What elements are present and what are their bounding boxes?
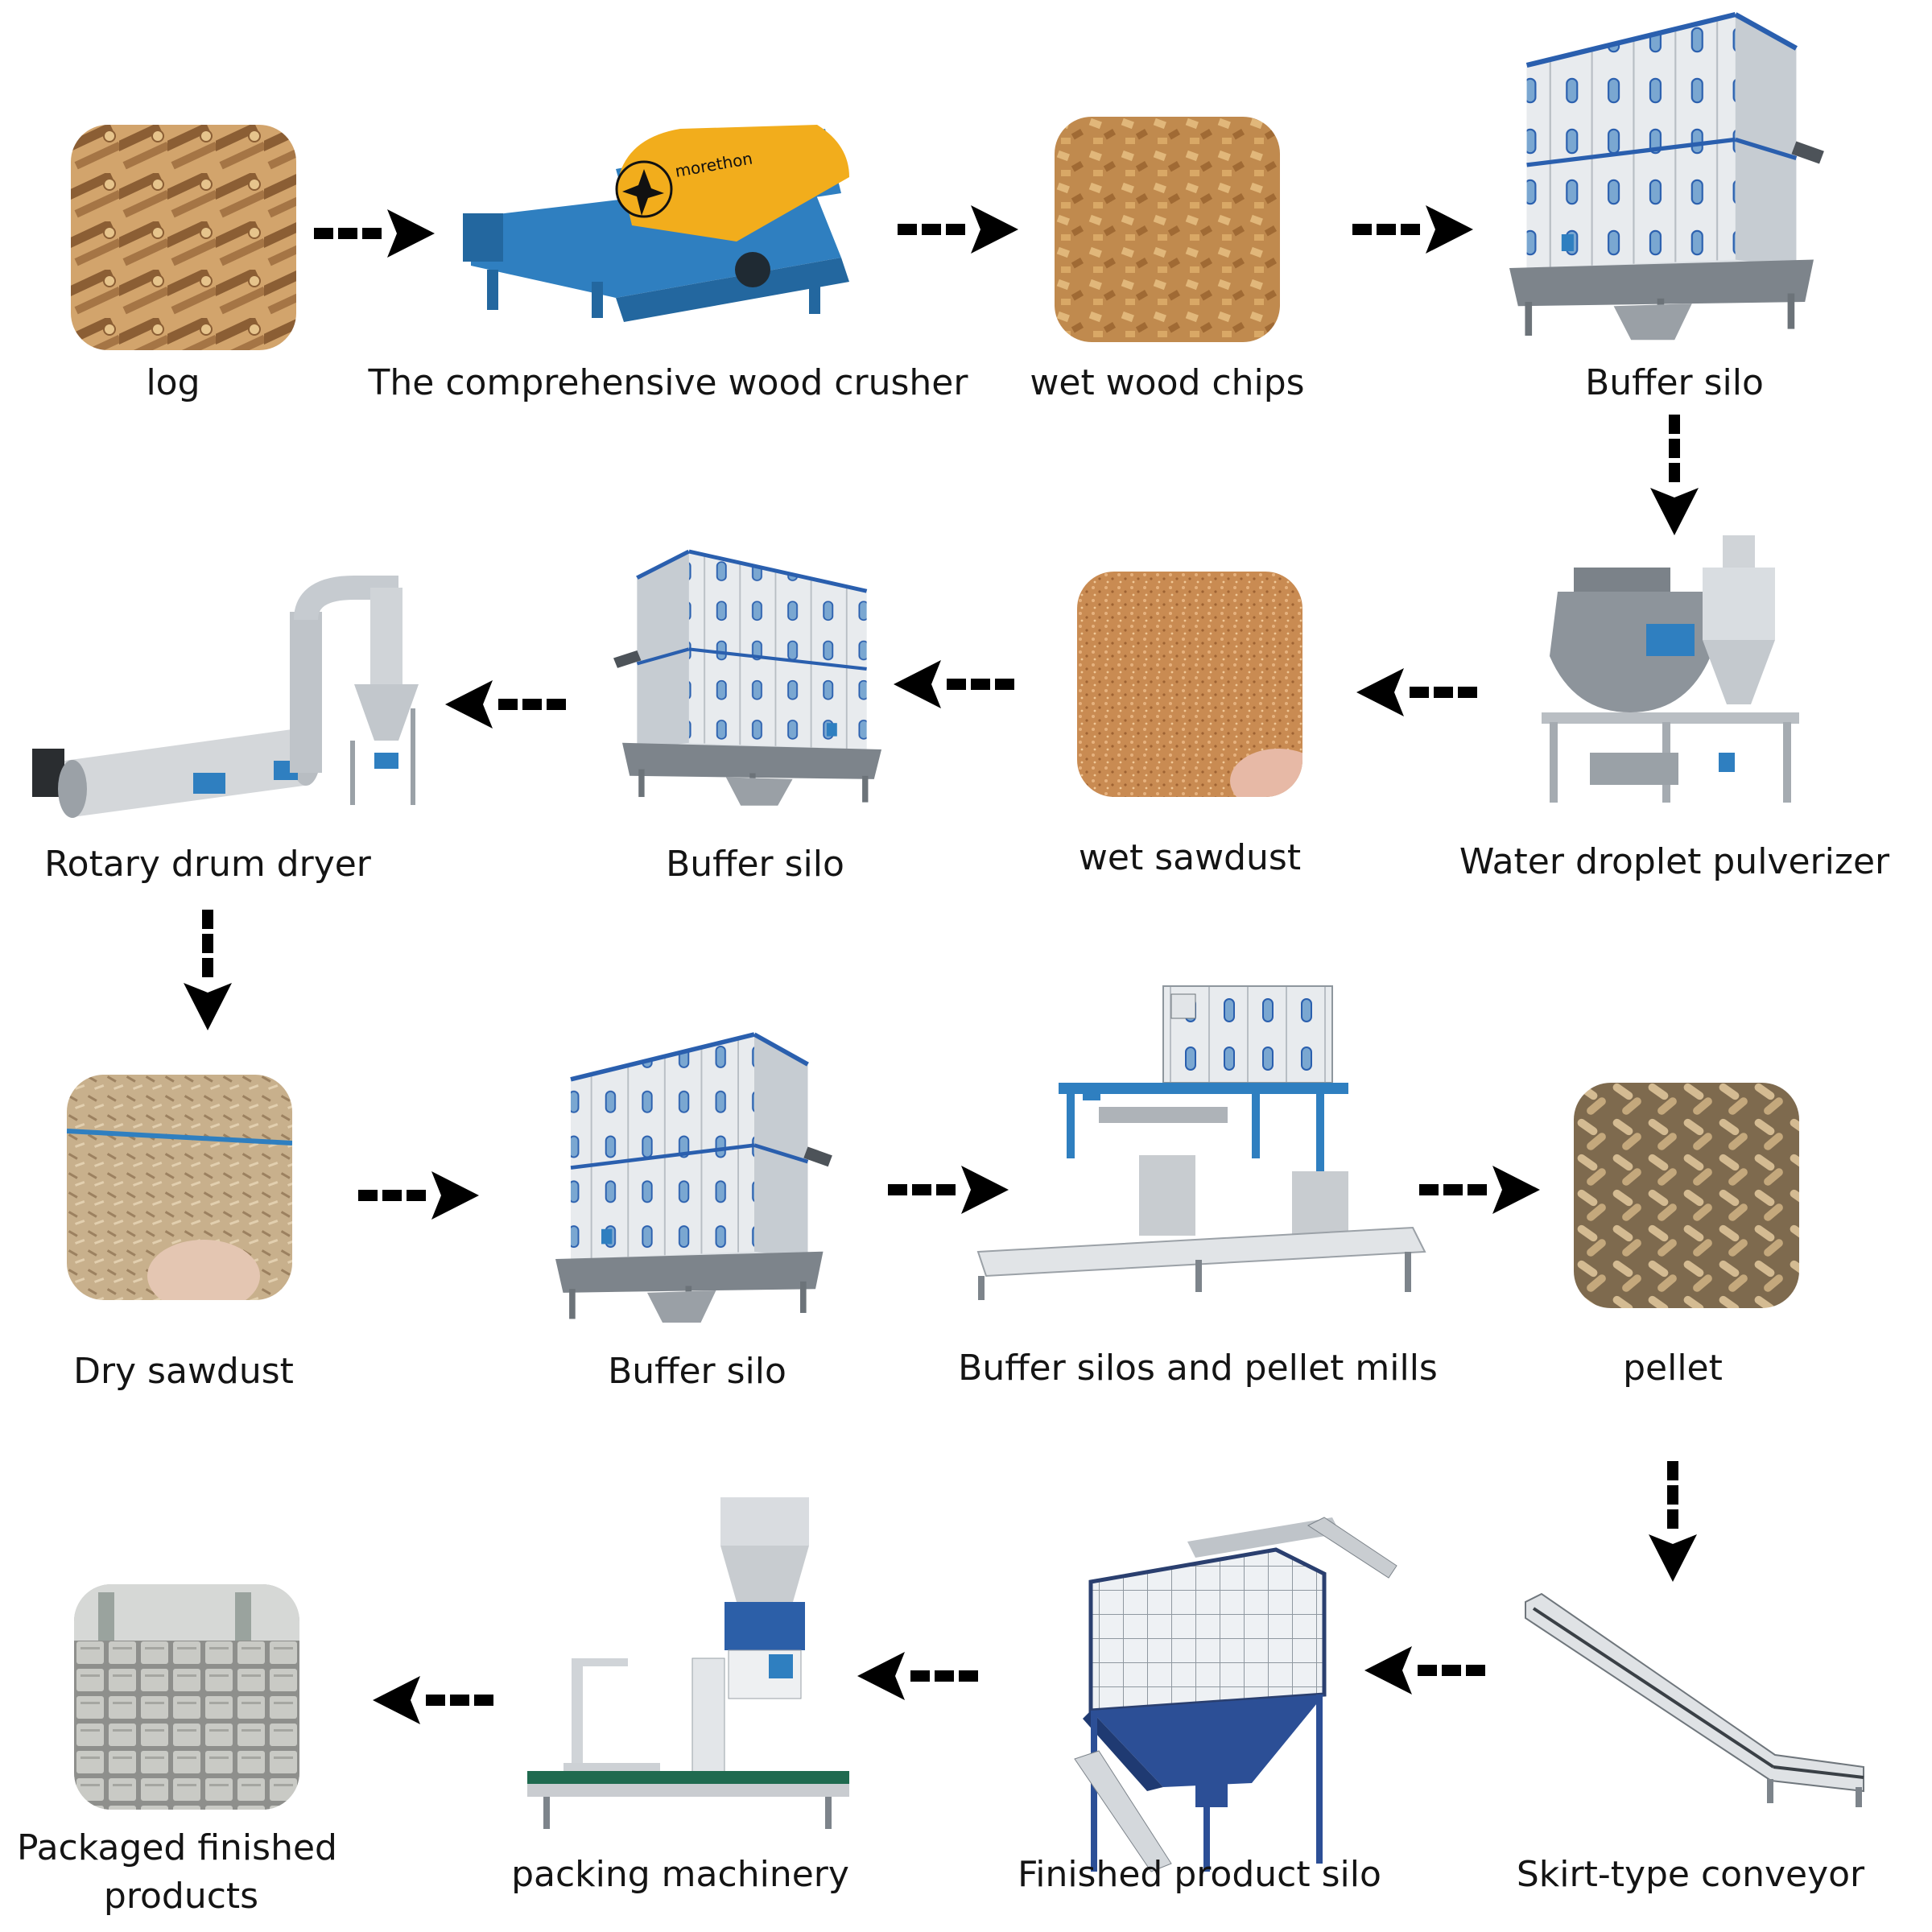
step-label: Rotary drum dryer [44, 844, 372, 885]
pulverizer-machine-icon [1542, 535, 1799, 803]
skirt-conveyor-icon [1525, 1592, 1864, 1807]
wet-sawdust-photo-icon [1077, 572, 1302, 797]
step-buffer-silo-3: Buffer silo [555, 1034, 832, 1392]
buffer-silo-icon [555, 1034, 832, 1323]
arrow-pellet-mill-to-pellet [1419, 1166, 1540, 1214]
arrow-conveyor-to-product-silo [1364, 1646, 1485, 1695]
step-wood-crusher: morethon The comprehensive wood crusher [368, 125, 969, 403]
step-log: log [71, 125, 296, 403]
step-label: wet sawdust [1079, 837, 1301, 878]
arrow-crusher-to-chips [898, 205, 1018, 254]
step-packing-machinery: packing machinery [511, 1497, 849, 1895]
step-wet-wood-chips: wet wood chips [1030, 117, 1305, 403]
step-label: Water droplet pulverizer [1459, 841, 1890, 882]
step-packaged-finished-products: Packaged finished products [17, 1584, 337, 1917]
rotary-drum-dryer-icon [32, 576, 419, 818]
packaged-products-photo-icon [74, 1584, 299, 1810]
step-buffer-silo-1: Buffer silo [1509, 14, 1824, 403]
wood-crusher-machine-icon: morethon [463, 125, 849, 322]
arrow-dryer-to-dry-sawdust [184, 910, 232, 1030]
step-label: Buffer silos and pellet mills [958, 1348, 1438, 1389]
step-pellet-mill: Buffer silos and pellet mills [958, 985, 1438, 1389]
step-pellet: pellet [1574, 1083, 1799, 1389]
arrow-silo-to-pellet-mill [888, 1166, 1009, 1214]
arrow-dry-sawdust-to-silo [358, 1171, 479, 1220]
step-finished-product-silo: Finished product silo [1018, 1517, 1397, 1895]
finished-product-silo-icon [1074, 1517, 1397, 1872]
step-water-droplet-pulverizer: Water droplet pulverizer [1459, 535, 1890, 882]
arrow-packing-to-packaged [373, 1676, 493, 1724]
step-skirt-conveyor: Skirt-type conveyor [1517, 1592, 1865, 1895]
arrow-silo-to-dryer [445, 680, 566, 729]
wood-chips-photo-icon [1055, 117, 1280, 342]
step-label: log [146, 362, 200, 403]
buffer-silo-icon [1509, 14, 1824, 340]
arrow-pellet-to-conveyor [1649, 1461, 1697, 1582]
log-photo-icon [71, 125, 296, 350]
step-dry-sawdust: Dry sawdust [67, 1075, 294, 1392]
step-wet-sawdust: wet sawdust [1077, 572, 1302, 878]
packing-machine-icon [527, 1497, 849, 1829]
dry-sawdust-photo-icon [67, 1075, 292, 1300]
arrow-product-silo-to-packing [857, 1652, 978, 1700]
pellet-photo-icon [1574, 1083, 1799, 1308]
step-label: packing machinery [511, 1854, 849, 1895]
arrow-sawdust-to-silo [894, 660, 1014, 708]
step-label: Buffer silo [666, 844, 844, 885]
step-label: Buffer silo [1585, 362, 1764, 403]
step-label: Skirt-type conveyor [1517, 1854, 1865, 1895]
step-label: The comprehensive wood crusher [368, 362, 969, 403]
arrow-pulverizer-to-sawdust [1356, 668, 1477, 716]
step-label: Dry sawdust [73, 1351, 294, 1392]
step-label: wet wood chips [1030, 362, 1304, 403]
arrow-log-to-crusher [314, 209, 435, 258]
arrow-silo-to-pulverizer [1650, 415, 1699, 535]
step-buffer-silo-2: Buffer silo [613, 551, 881, 885]
buffer-silo-icon [613, 551, 881, 806]
arrow-chips-to-silo [1352, 205, 1473, 254]
step-label: pellet [1623, 1348, 1723, 1389]
step-label: Packaged finished [17, 1827, 337, 1868]
step-rotary-drum-dryer: Rotary drum dryer [32, 576, 419, 885]
step-label: Finished product silo [1018, 1854, 1381, 1895]
step-label: Buffer silo [608, 1351, 786, 1392]
pellet-mill-icon [976, 985, 1426, 1300]
step-label-line2: products [104, 1876, 258, 1917]
